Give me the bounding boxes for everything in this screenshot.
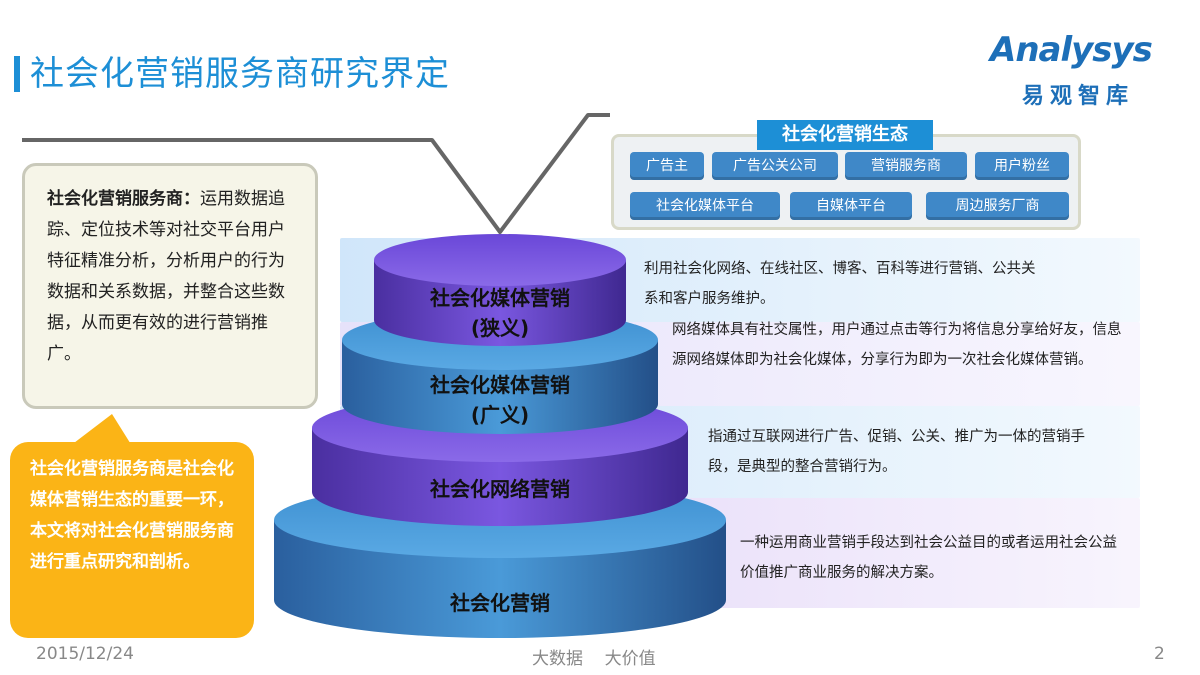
tier-1-label-sub: (狭义) xyxy=(470,316,530,340)
page-number: 2 xyxy=(1154,644,1165,664)
ecosystem-item-user-fans: 用户粉丝 xyxy=(975,152,1069,180)
definition-box: 社会化营销服务商：运用数据追踪、定位技术等对社交平台用户特征精准分析，分析用户的… xyxy=(22,163,318,409)
ecosystem-item-advertiser: 广告主 xyxy=(630,152,704,180)
definition-term: 社会化营销服务商： xyxy=(47,189,200,209)
page-title: 社会化营销服务商研究界定 xyxy=(30,54,450,94)
tier-3-label-main: 社会化网络营销 xyxy=(430,477,570,501)
title-accent-bar xyxy=(14,56,20,92)
callout-pointer xyxy=(70,414,132,446)
footer-slogan: 大数据 大价值 xyxy=(532,649,656,669)
tier-1-description: 利用社会化网络、在线社区、博客、百科等进行营销、公共关系和客户服务维护。 xyxy=(644,261,1036,307)
footer-date: 2015/12/24 xyxy=(36,644,134,664)
tier-1-label: 社会化媒体营销 (狭义) xyxy=(400,283,600,343)
analysys-logo: Analysys 易观智库 xyxy=(990,30,1170,110)
ecosystem-title: 社会化营销生态 xyxy=(757,120,933,150)
definition-text: 运用数据追踪、定位技术等对社交平台用户特征精准分析，分析用户的行为数据和关系数据… xyxy=(47,189,285,364)
tier-4-description: 一种运用商业营销手段达到社会公益目的或者运用社会公益价值推广商业服务的解决方案。 xyxy=(740,535,1117,581)
tier-2-label-main: 社会化媒体营销 xyxy=(430,373,570,397)
tier-4-label: 社会化营销 xyxy=(400,588,600,618)
tier-2-description: 网络媒体具有社交属性，用户通过点击等行为将信息分享给好友，信息源网络媒体即为社会… xyxy=(672,322,1122,368)
tier-2-label: 社会化媒体营销 (广义) xyxy=(400,370,600,430)
callout-box: 社会化营销服务商是社会化媒体营销生态的重要一环，本文将对社会化营销服务商进行重点… xyxy=(10,442,254,638)
ecosystem-item-peripheral-service: 周边服务厂商 xyxy=(926,192,1069,220)
tier-3-description: 指通过互联网进行广告、促销、公关、推广为一体的营销手段，是典型的整合营销行为。 xyxy=(708,429,1085,475)
ecosystem-item-marketing-provider: 营销服务商 xyxy=(845,152,967,180)
ecosystem-item-social-media-platform: 社会化媒体平台 xyxy=(630,192,780,220)
ecosystem-item-ad-pr-agency: 广告公关公司 xyxy=(712,152,838,180)
tier-2-label-sub: (广义) xyxy=(470,403,530,427)
logo-chinese: 易观智库 xyxy=(1022,84,1135,109)
tier-3-label: 社会化网络营销 xyxy=(400,474,600,504)
tier-4-label-main: 社会化营销 xyxy=(450,591,550,615)
logo-wordmark: Analysys xyxy=(990,30,1153,70)
ecosystem-item-self-media-platform: 自媒体平台 xyxy=(790,192,912,220)
tier-1-label-main: 社会化媒体营销 xyxy=(430,286,570,310)
